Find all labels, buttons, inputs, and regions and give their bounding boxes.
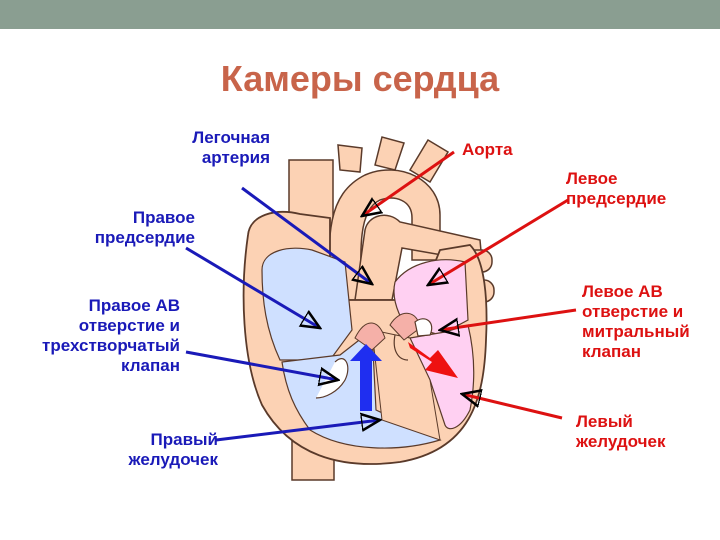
aorta-branch-1 — [337, 144, 363, 173]
pointer-pulmonary-artery — [241, 186, 372, 284]
aorta-branch-3 — [408, 138, 450, 184]
blood-flow-arrows — [350, 342, 458, 411]
label-aorta: Аорта — [462, 140, 513, 159]
label-right-ventricle: Правый желудочек — [128, 430, 218, 469]
pointer-aorta — [362, 150, 455, 216]
label-left-av: Левое АВ отверстие и митральный клапан — [582, 282, 690, 361]
label-right-av: Правое АВ отверстие и трехстворчатый кла… — [42, 296, 180, 375]
aorta-branch-2 — [374, 136, 405, 171]
label-right-atrium: Правое предсердие — [94, 208, 195, 247]
pointer-left-ventricle — [462, 394, 563, 420]
red-flow-arrow — [408, 342, 458, 378]
right-atrium-chamber — [261, 247, 353, 361]
pointer-left-av — [440, 308, 577, 330]
pointer-right-av — [185, 350, 338, 380]
pointer-right-ventricle — [215, 420, 380, 442]
pointer-left-atrium — [428, 198, 569, 285]
slide-title: Камеры сердца — [220, 58, 500, 99]
pointer-right-atrium — [185, 246, 320, 328]
pointer-lines — [185, 150, 577, 442]
top-bar — [0, 0, 720, 29]
aortic-leaflet — [393, 334, 409, 361]
label-pulmonary-artery: Легочная артерия — [192, 128, 270, 167]
pulmonary-valve — [354, 322, 386, 351]
label-left-ventricle: Левый желудочек — [576, 412, 666, 451]
blue-flow-arrow — [350, 344, 382, 411]
left-ventricle-chamber — [409, 324, 475, 430]
mitral-valve-leaflet — [414, 318, 433, 337]
label-left-atrium: Левое предсердие — [566, 169, 667, 208]
